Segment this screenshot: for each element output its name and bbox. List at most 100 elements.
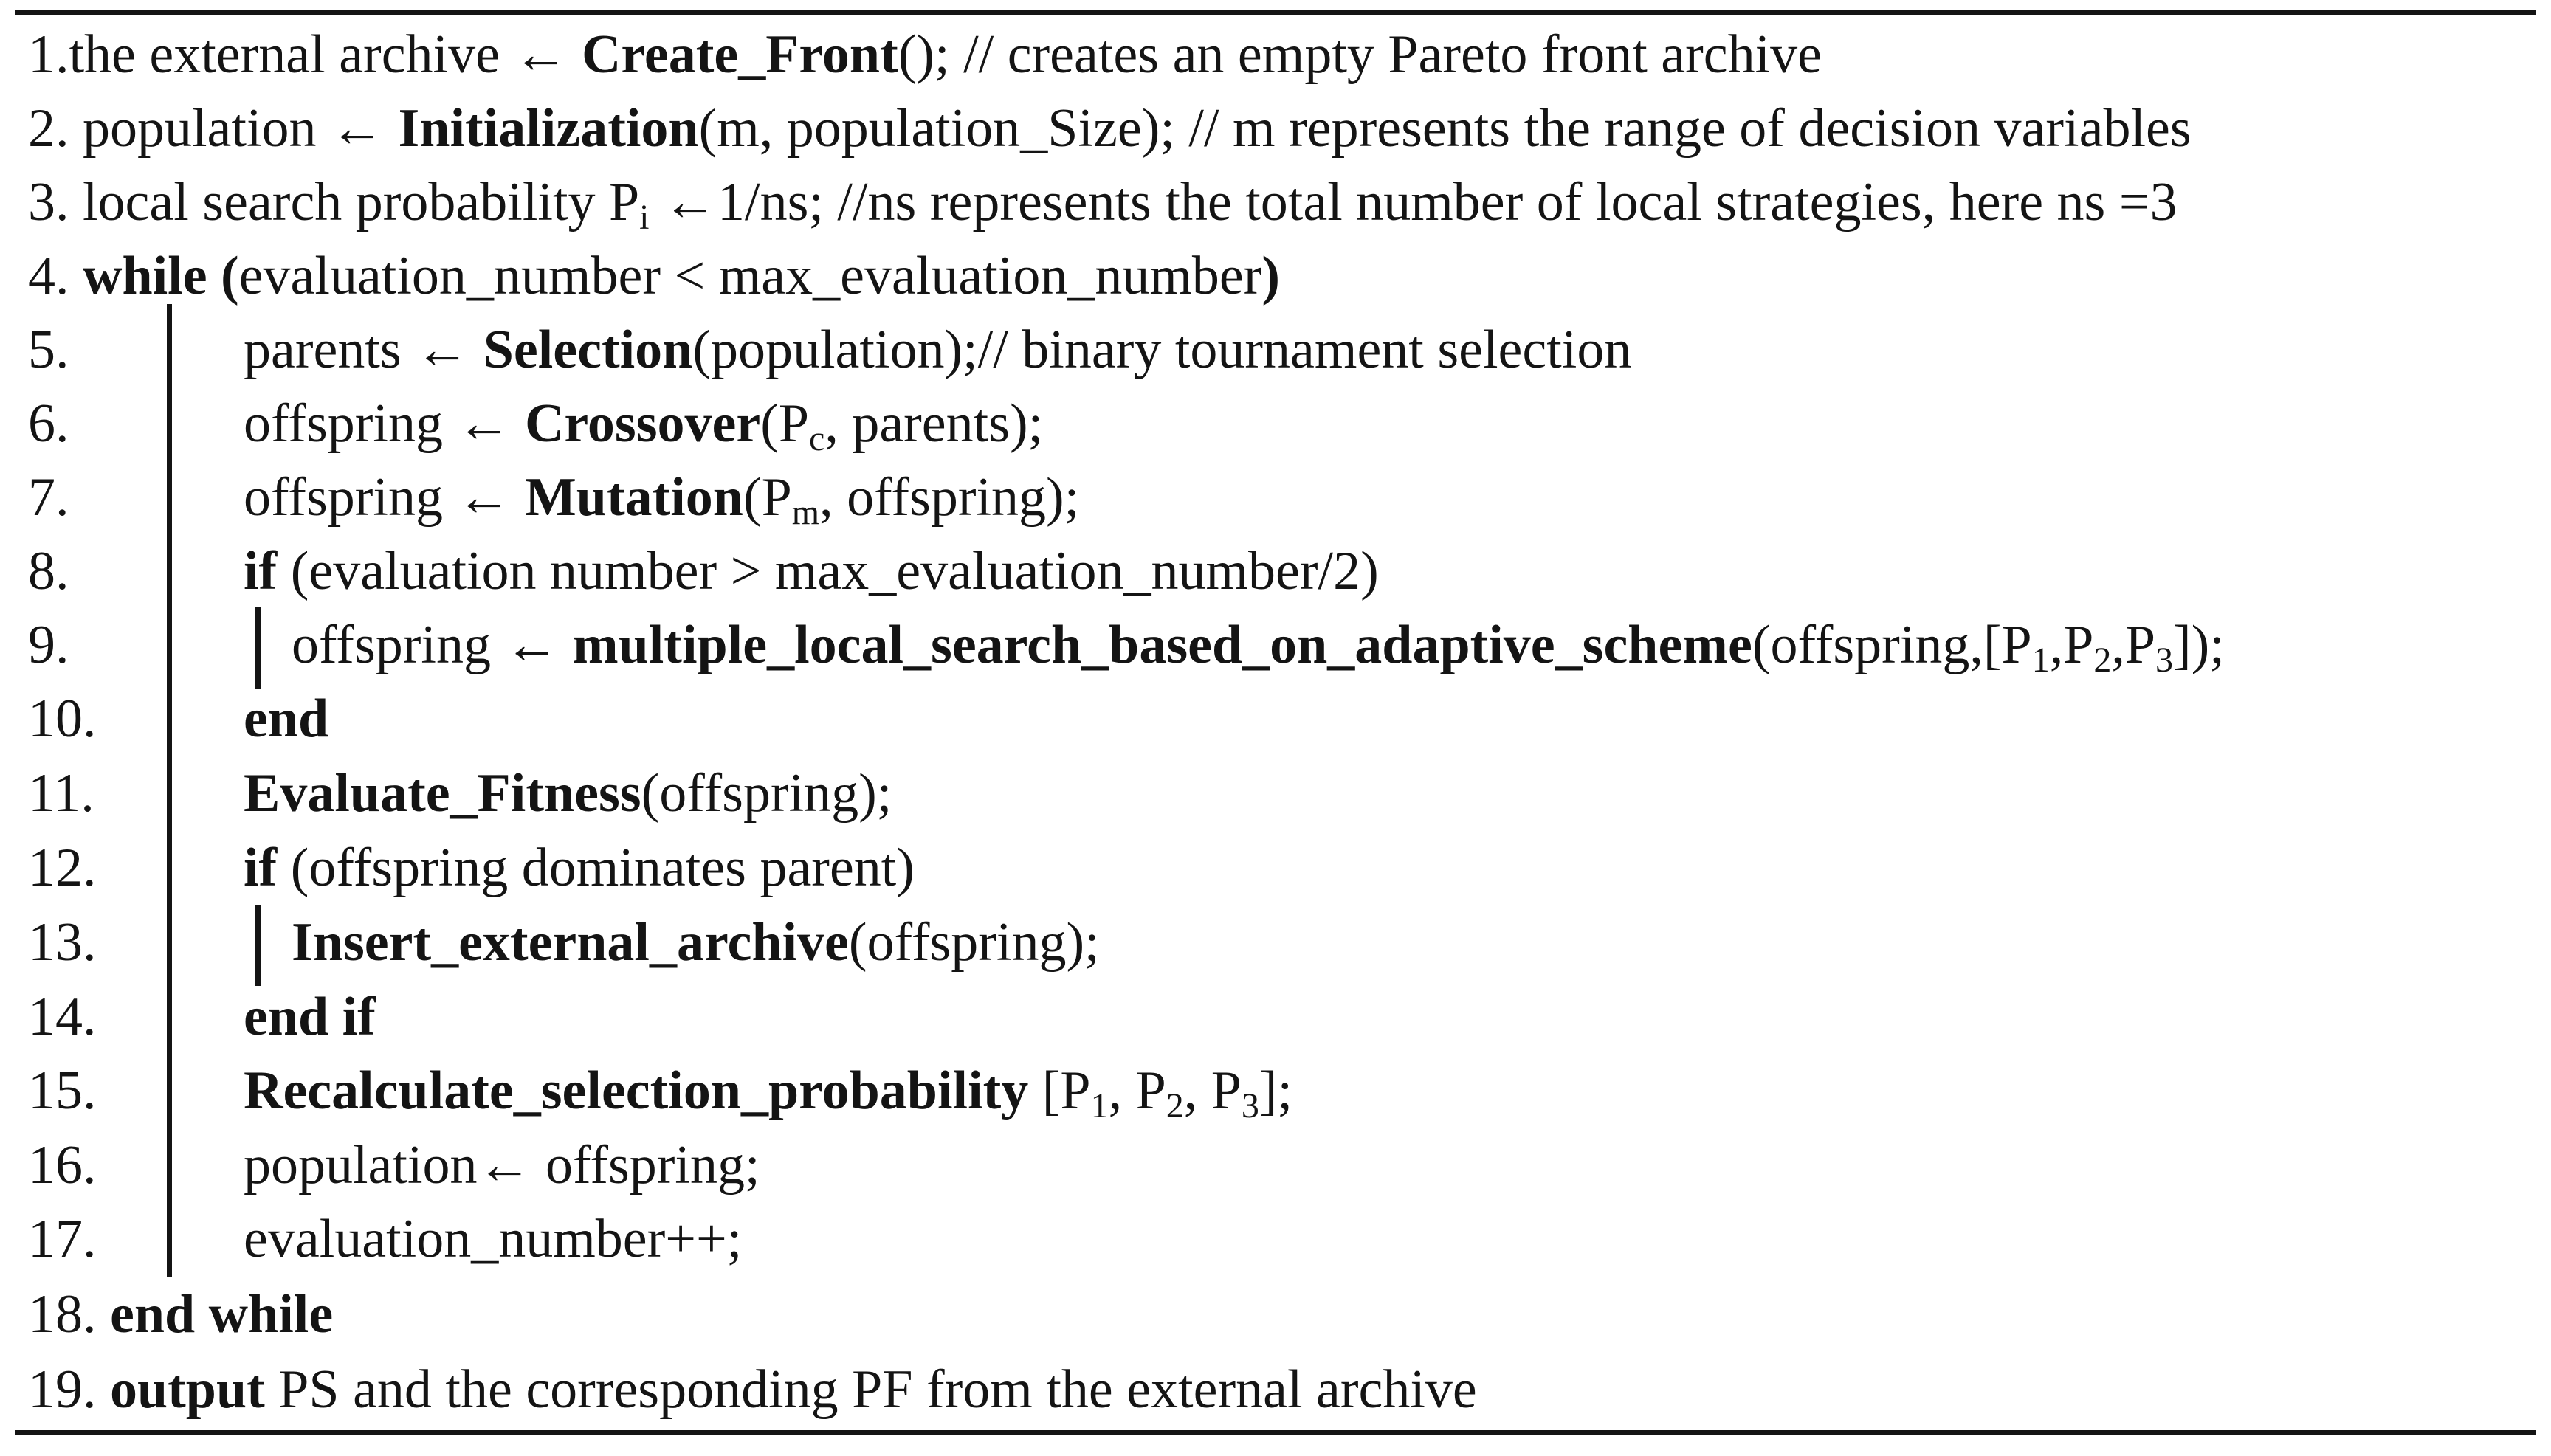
line-number: 14. <box>28 987 97 1047</box>
line-number: 10. <box>28 689 97 749</box>
segment: PS and the corresponding PF from the ext… <box>264 1359 1477 1420</box>
segment: (m, population_Size); // m represents th… <box>698 98 2192 159</box>
keyword-if: if <box>244 838 278 898</box>
line-code: if (offspring dominates parent) <box>244 831 915 905</box>
segment: (population);// binary tournament select… <box>692 320 1632 380</box>
function-mutation: Mutation <box>524 467 743 528</box>
line-number: 4. <box>28 246 69 306</box>
line-head: 4. while (evaluation_number < max_evalua… <box>28 239 1280 313</box>
segment: [P <box>1028 1060 1091 1121</box>
algorithm-line-3: 3. local search probability Pi ←1/ns; //… <box>0 165 2551 239</box>
line-head: 2. population ← Initialization(m, popula… <box>28 92 2192 165</box>
line-number: 6. <box>28 393 69 454</box>
keyword-if: if <box>244 541 278 601</box>
keyword-while: while ( <box>69 246 239 306</box>
line-number: 18. <box>28 1284 97 1345</box>
algorithm-line-6: 6. offspring ← Crossover(Pc, parents); <box>0 387 2551 460</box>
segment: ←1/ns; //ns represents the total number … <box>649 172 2178 232</box>
if-block-bar <box>255 905 261 986</box>
segment: (offspring,[P <box>1752 615 2032 675</box>
segment: (offspring); <box>848 912 1100 973</box>
if-block-bar <box>255 607 261 689</box>
line-head: 3. local search probability Pi ←1/ns; //… <box>28 165 2178 239</box>
algorithm-line-14: 14. end if <box>0 980 2551 1054</box>
line-head: 18. end while <box>28 1277 333 1351</box>
segment: (offspring); <box>641 763 892 824</box>
algorithm-line-8: 8. if (evaluation number > max_evaluatio… <box>0 534 2551 608</box>
line-number: 11. <box>28 763 94 824</box>
algorithm-line-18: 18. end while <box>0 1277 2551 1351</box>
function-initialization: Initialization <box>398 98 699 159</box>
algorithm-line-2: 2. population ← Initialization(m, popula… <box>0 92 2551 165</box>
segment: , P <box>1108 1060 1166 1121</box>
line-number: 8. <box>28 541 69 601</box>
subscript: c <box>809 419 825 458</box>
line-number: 16. <box>28 1135 97 1195</box>
line-head: 19. output PS and the corresponding PF f… <box>28 1353 1477 1426</box>
keyword-output: output <box>96 1359 265 1420</box>
function-crossover: Crossover <box>524 393 761 454</box>
segment: population← offspring; <box>244 1135 760 1195</box>
segment: ,P <box>2049 615 2094 675</box>
algorithm-line-4: 4. while (evaluation_number < max_evalua… <box>0 239 2551 313</box>
line-code: offspring ← Mutation(Pm, offspring); <box>244 460 1079 534</box>
segment: (); // creates an empty Pareto front arc… <box>898 24 1822 85</box>
keyword-paren: ) <box>1261 246 1281 306</box>
segment: (evaluation number > max_evaluation_numb… <box>277 541 1379 601</box>
while-block-bar <box>167 304 172 1277</box>
keyword-end-while: end while <box>96 1284 334 1345</box>
subscript: 3 <box>1241 1086 1259 1125</box>
segment: , P <box>1183 1060 1242 1121</box>
segment: offspring ← <box>244 467 525 528</box>
algorithm-line-11: 11. Evaluate_Fitness(offspring); <box>0 756 2551 830</box>
line-number: 3. <box>28 172 69 232</box>
line-number: 5. <box>28 320 69 380</box>
algorithm-line-12: 12. if (offspring dominates parent) <box>0 831 2551 905</box>
segment: local search probability P <box>69 172 640 232</box>
line-code: Evaluate_Fitness(offspring); <box>244 756 892 830</box>
algorithm-line-7: 7. offspring ← Mutation(Pm, offspring); <box>0 460 2551 534</box>
keyword-end: end <box>244 689 329 749</box>
top-rule <box>15 10 2536 15</box>
function-evaluate-fitness: Evaluate_Fitness <box>244 763 641 824</box>
line-code: offspring ← multiple_local_search_based_… <box>292 608 2225 682</box>
line-code: Recalculate_selection_probability [P1, P… <box>244 1054 1292 1128</box>
function-multiple-local-search: multiple_local_search_based_on_adaptive_… <box>572 615 1752 675</box>
line-number: 15. <box>28 1060 97 1121</box>
algorithm-line-1: 1.the external archive ← Create_Front();… <box>0 18 2551 92</box>
subscript: 2 <box>1166 1086 1184 1125</box>
line-code: population← offspring; <box>244 1128 760 1202</box>
segment: , parents); <box>824 393 1044 454</box>
segment: ,P <box>2111 615 2155 675</box>
line-head: 1.the external archive ← Create_Front();… <box>28 18 1822 92</box>
line-number: 9. <box>28 615 69 675</box>
segment: ]); <box>2173 615 2225 675</box>
function-insert-external-archive: Insert_external_archive <box>292 912 849 973</box>
segment: population ← <box>69 98 399 159</box>
keyword-end-if: end if <box>244 987 376 1047</box>
segment: (P <box>760 393 809 454</box>
line-code: parents ← Selection(population);// binar… <box>244 313 1631 387</box>
segment: (P <box>743 467 792 528</box>
segment: , offspring); <box>819 467 1080 528</box>
segment: evaluation_number < max_evaluation_numbe… <box>238 246 1262 306</box>
algorithm-line-16: 16. population← offspring; <box>0 1128 2551 1202</box>
line-number: 19. <box>28 1359 97 1420</box>
segment: evaluation_number++; <box>244 1209 743 1269</box>
function-recalculate-selection-probability: Recalculate_selection_probability <box>244 1060 1029 1121</box>
line-number: 12. <box>28 838 97 898</box>
subscript: i <box>639 198 650 237</box>
segment: offspring ← <box>292 615 573 675</box>
bottom-rule <box>15 1430 2536 1435</box>
algorithm-line-15: 15. Recalculate_selection_probability [P… <box>0 1054 2551 1128</box>
line-number: 7. <box>28 467 69 528</box>
function-selection: Selection <box>483 320 693 380</box>
subscript: m <box>791 493 820 532</box>
line-code: evaluation_number++; <box>244 1202 742 1276</box>
line-code: offspring ← Crossover(Pc, parents); <box>244 387 1043 460</box>
segment: parents ← <box>244 320 483 380</box>
algorithm-line-19: 19. output PS and the corresponding PF f… <box>0 1353 2551 1426</box>
subscript: 1 <box>1090 1086 1109 1125</box>
segment: offspring ← <box>244 393 525 454</box>
